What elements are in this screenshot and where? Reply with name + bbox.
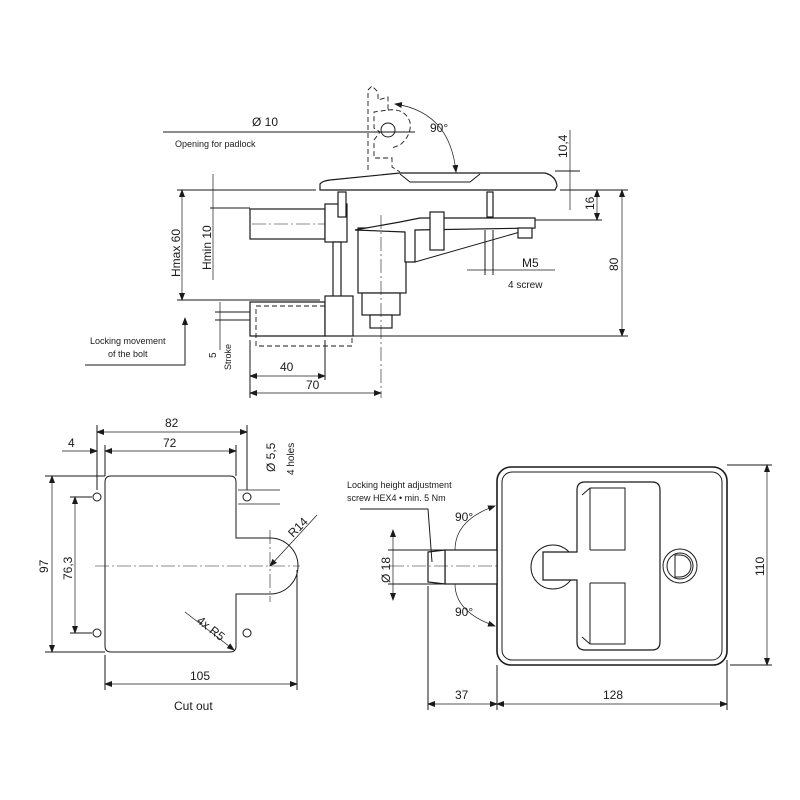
r5-label: 4x R5	[194, 613, 228, 644]
angle-arc	[394, 102, 459, 173]
stroke-label: Stroke	[223, 344, 233, 370]
key-lock-inner	[666, 552, 694, 580]
dim-70-label: 70	[306, 378, 320, 392]
dim-80-label: 80	[607, 257, 621, 271]
adjust-leader	[360, 508, 433, 563]
dim-97-label: 97	[37, 559, 51, 573]
mounting-holes	[92, 492, 252, 638]
dim-82-label: 82	[165, 416, 179, 430]
handle-recess	[399, 173, 481, 183]
padlock-label: Opening for padlock	[175, 139, 256, 149]
dim-72-label: 72	[163, 436, 177, 450]
r14-leader	[269, 514, 318, 567]
angle-label: 90°	[430, 121, 448, 135]
holes-count-label: 4 holes	[286, 443, 297, 475]
front-plate-inner	[501, 471, 723, 661]
hole	[242, 628, 252, 638]
m5-label: M5	[522, 256, 539, 270]
adjust-screw-nut	[517, 227, 533, 239]
dim-110-label: 110	[753, 557, 767, 576]
front-bolt	[444, 549, 498, 585]
flange-pin	[486, 191, 494, 218]
hmin-label: Hmin 10	[200, 225, 214, 270]
dim-4-label: 4	[68, 436, 75, 450]
r5-leader	[184, 611, 235, 651]
guide-pin	[337, 191, 347, 218]
guide-rod	[332, 241, 342, 299]
stroke-value: 5	[208, 352, 219, 358]
adjust-label-line1: Locking height adjustment	[347, 480, 452, 490]
key-lock	[662, 548, 698, 584]
cutout-view: 82 4 72 Ø 5,5 4 holes R14 97 76,3 4x R5 …	[37, 416, 318, 713]
handle-open-position	[367, 85, 401, 173]
screw-label: 4 screw	[508, 280, 543, 291]
angle-bottom-label: 90°	[455, 605, 473, 619]
bolt-carrier-lower	[324, 295, 354, 337]
lock-body	[357, 227, 407, 294]
hole	[92, 492, 102, 502]
locking-movement-line2: of the bolt	[108, 349, 148, 359]
dia18-label: Ø 18	[379, 557, 393, 583]
key-slot	[674, 554, 692, 578]
lower-bolt	[249, 301, 326, 337]
dim-105-label: 105	[190, 669, 210, 683]
locking-movement-line1: Locking movement	[90, 336, 166, 346]
angle-arc-bottom	[454, 583, 496, 627]
padlock-hole	[380, 122, 396, 138]
cutout-caption: Cut out	[174, 699, 213, 713]
cutout-outline	[104, 475, 299, 653]
cam	[429, 211, 445, 251]
dim-10-4-label: 10,4	[556, 134, 570, 158]
side-view: Ø 10 Opening for padlock 90° Hmax	[85, 85, 628, 398]
dim-76-3-label: 76,3	[61, 556, 75, 580]
dia10-label: Ø 10	[252, 115, 278, 129]
angle-arc-top	[454, 505, 496, 551]
hole-dia-label: Ø 5,5	[264, 442, 278, 472]
front-bolt-tip	[427, 549, 446, 585]
t-handle-inner	[581, 487, 626, 645]
locking-leader	[85, 317, 188, 366]
bracket	[354, 217, 536, 263]
hole	[92, 628, 102, 638]
dim-16-label: 16	[583, 196, 597, 210]
padlock-lug-outline	[387, 109, 411, 149]
hmax-label: Hmax 60	[169, 229, 183, 277]
dim-40-label: 40	[280, 360, 294, 374]
angle-top-label: 90°	[455, 510, 473, 524]
adjust-label-line2: screw HEX4 • min. 5 Nm	[347, 493, 446, 503]
t-handle	[542, 481, 661, 651]
dim-128-label: 128	[603, 688, 623, 702]
bracket-strut	[414, 231, 521, 263]
r14-label: R14	[285, 514, 311, 540]
front-view: Ø 18 Locking height adjustment screw HEX…	[347, 464, 772, 710]
dim-37-label: 37	[455, 688, 469, 702]
hole	[242, 492, 252, 502]
